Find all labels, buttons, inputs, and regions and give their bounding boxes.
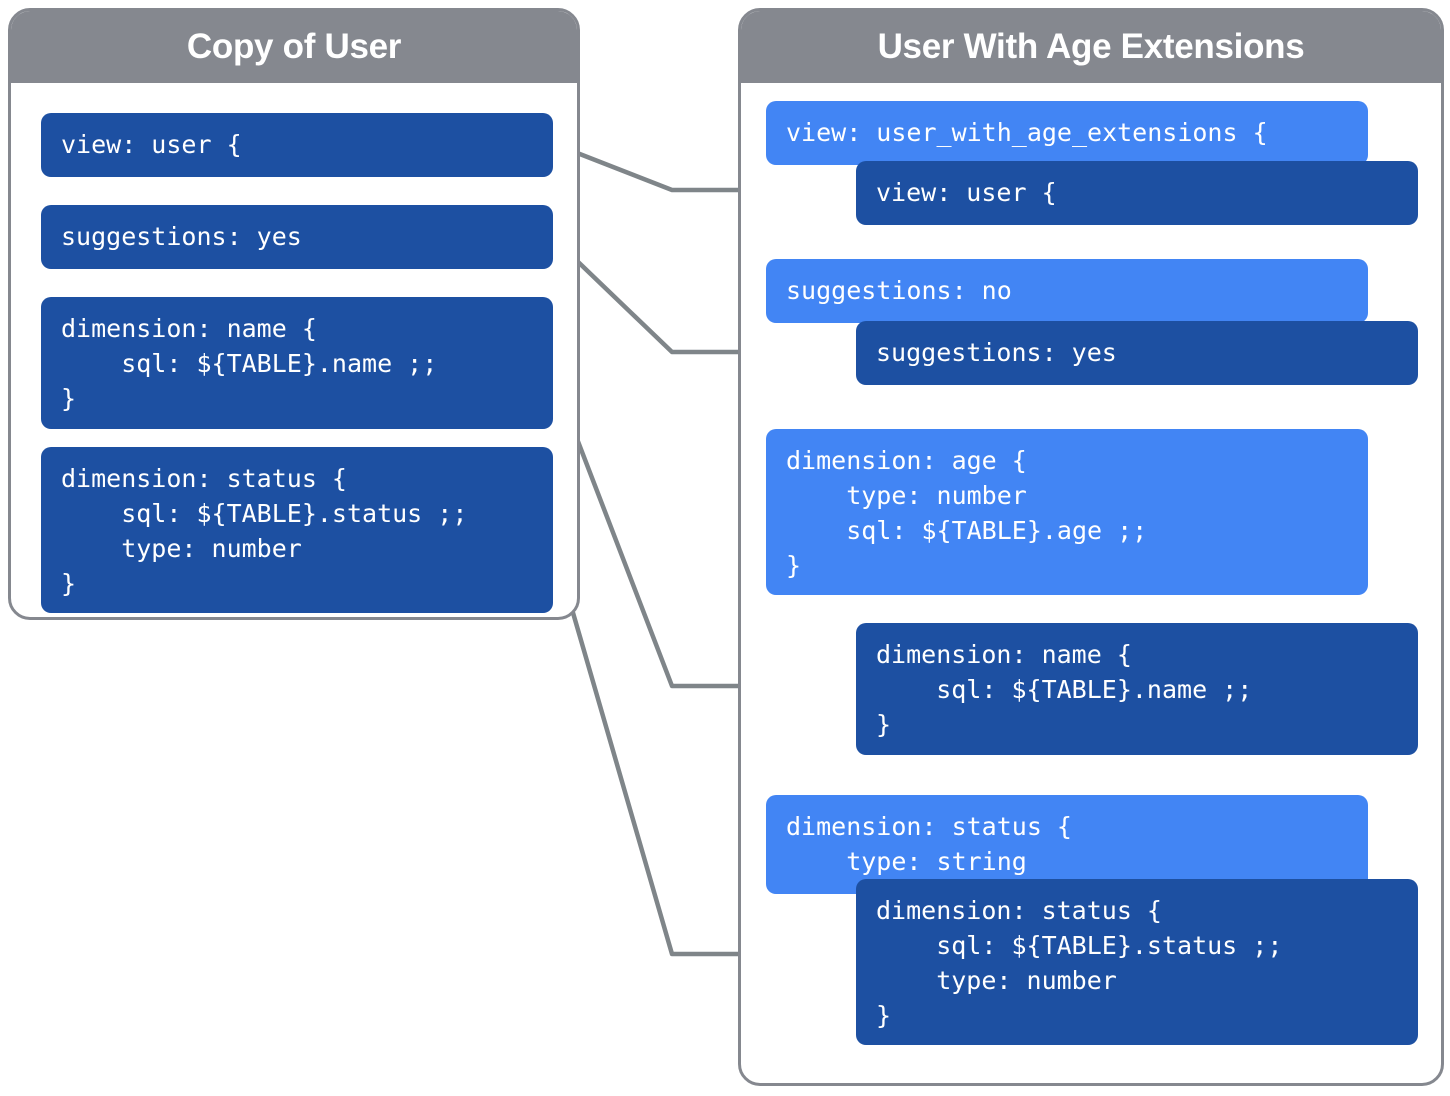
left-block-dimension-name[interactable]: dimension: name { sql: ${TABLE}.name ;; … bbox=[41, 297, 553, 429]
right-block-suggestions-no[interactable]: suggestions: no bbox=[766, 259, 1368, 323]
left-block-view-user[interactable]: view: user { bbox=[41, 113, 553, 177]
left-block-suggestions-yes[interactable]: suggestions: yes bbox=[41, 205, 553, 269]
right-block-view-user-with-age-extensions[interactable]: view: user_with_age_extensions { bbox=[766, 101, 1368, 165]
right-block-view-user[interactable]: view: user { bbox=[856, 161, 1418, 225]
panel-right-title: User With Age Extensions bbox=[877, 27, 1305, 66]
panel-left-title: Copy of User bbox=[186, 27, 402, 66]
panel-right-header: User With Age Extensions bbox=[741, 11, 1441, 83]
right-block-dimension-name[interactable]: dimension: name { sql: ${TABLE}.name ;; … bbox=[856, 623, 1418, 755]
left-block-dimension-status[interactable]: dimension: status { sql: ${TABLE}.status… bbox=[41, 447, 553, 613]
panel-left-header: Copy of User bbox=[11, 11, 577, 83]
right-block-suggestions-yes[interactable]: suggestions: yes bbox=[856, 321, 1418, 385]
right-block-dimension-status-inherited[interactable]: dimension: status { sql: ${TABLE}.status… bbox=[856, 879, 1418, 1045]
panel-copy-of-user: Copy of User view: user { suggestions: y… bbox=[8, 8, 580, 620]
right-block-dimension-status[interactable]: dimension: status { type: string bbox=[766, 795, 1368, 894]
panel-user-with-age-extensions: User With Age Extensions view: user_with… bbox=[738, 8, 1444, 1086]
right-block-dimension-age[interactable]: dimension: age { type: number sql: ${TAB… bbox=[766, 429, 1368, 595]
